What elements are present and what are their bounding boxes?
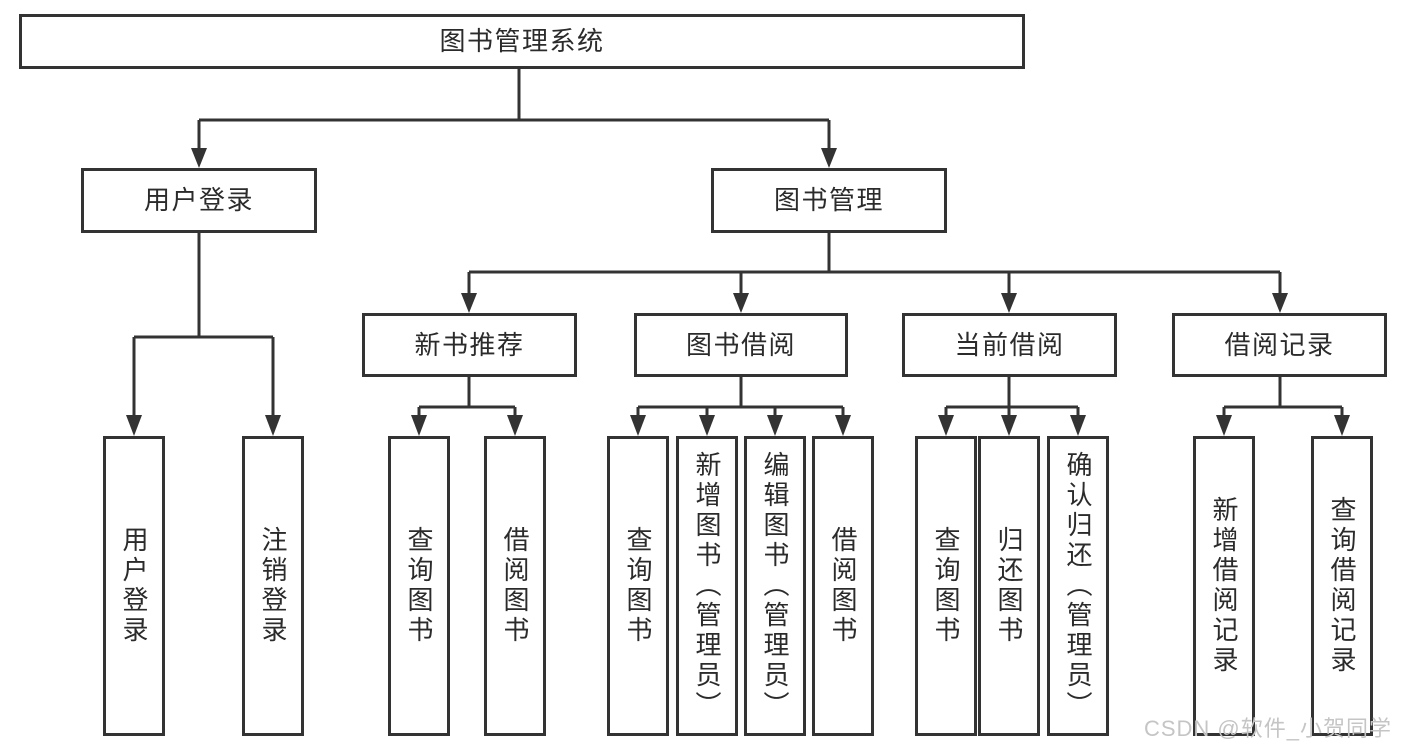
node-book-borrowing: 图书借阅 (634, 313, 848, 377)
node-borrowing-borrow-book: 借阅图书 (812, 436, 874, 736)
node-add-book-admin: 新增图书（管理员） (676, 436, 738, 736)
csdn-watermark: CSDN @软件_小贺同学 (1143, 716, 1392, 741)
connector-borrowing-records-children (1216, 377, 1350, 436)
connector-root-to-level2 (191, 69, 837, 168)
node-current-query-book: 查询图书 (915, 436, 977, 736)
node-new-book-recommendation: 新书推荐 (362, 313, 577, 377)
node-query-borrow-record: 查询借阅记录 (1311, 436, 1373, 736)
connector-new-book-recommendation-children (411, 377, 523, 436)
connector-current-borrowing-children (938, 377, 1086, 436)
node-return-book: 归还图书 (978, 436, 1040, 736)
node-edit-book-admin: 编辑图书（管理员） (744, 436, 806, 736)
node-user-login-action: 用户登录 (103, 436, 165, 736)
node-add-borrow-record: 新增借阅记录 (1193, 436, 1255, 736)
connector-book-management-children (461, 233, 1288, 313)
node-book-management-module: 图书管理 (711, 168, 947, 233)
node-user-login-module: 用户登录 (81, 168, 317, 233)
node-borrowing-records: 借阅记录 (1172, 313, 1387, 377)
node-library-management-system: 图书管理系统 (19, 14, 1025, 69)
node-logout-action: 注销登录 (242, 436, 304, 736)
connector-book-borrowing-children (630, 377, 851, 436)
node-recommend-query-book: 查询图书 (388, 436, 450, 736)
node-confirm-return-admin: 确认归还（管理员） (1047, 436, 1109, 736)
connector-user-login-children (126, 233, 281, 436)
node-borrowing-query-book: 查询图书 (607, 436, 669, 736)
node-current-borrowing: 当前借阅 (902, 313, 1117, 377)
node-recommend-borrow-book: 借阅图书 (484, 436, 546, 736)
